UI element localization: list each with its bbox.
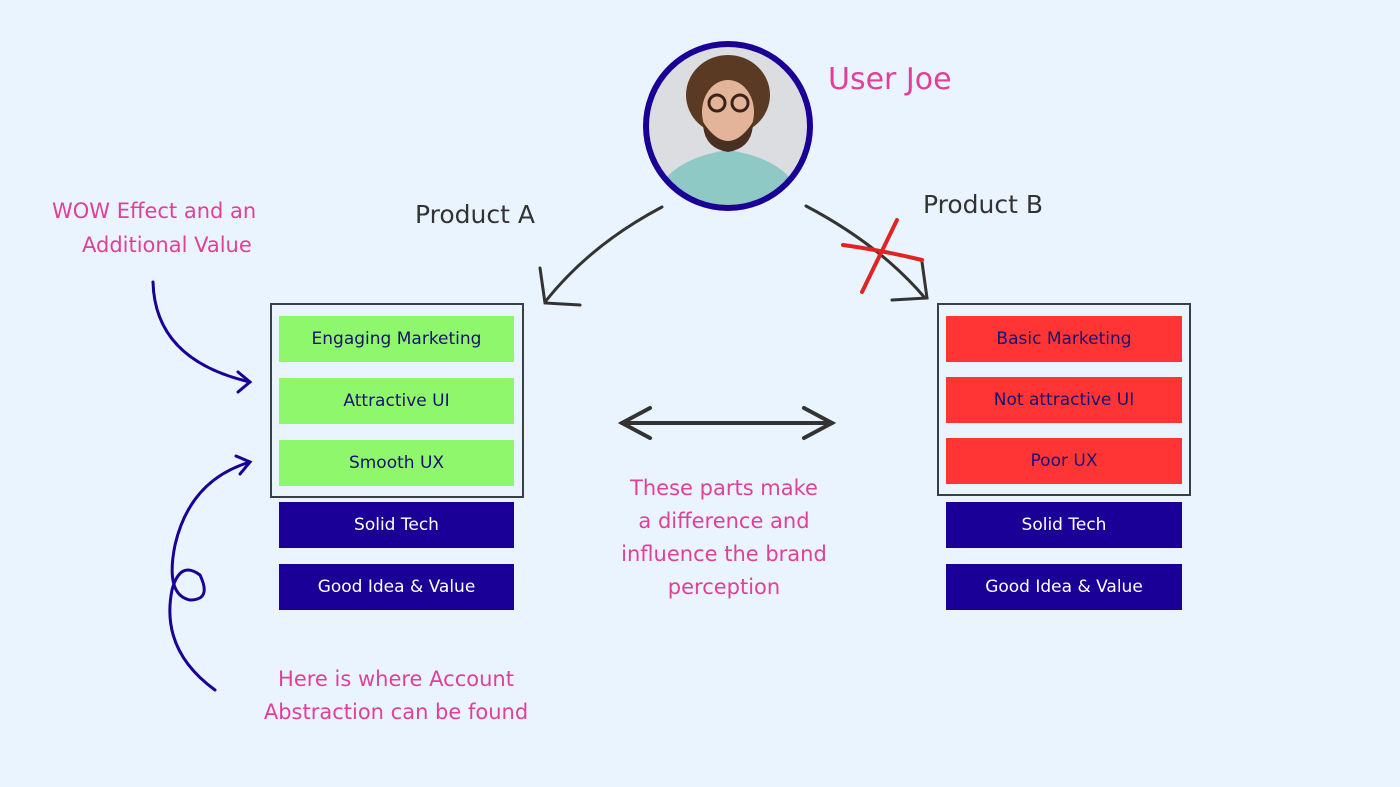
product-b-layer-tech: Solid Tech bbox=[946, 502, 1182, 548]
product-b-layer-ux: Poor UX bbox=[946, 438, 1182, 484]
product-a-differentiator-frame bbox=[270, 303, 524, 498]
wow-arrow bbox=[151, 280, 253, 394]
difference-line-1: These parts make bbox=[630, 476, 818, 500]
difference-line-2: a difference and bbox=[638, 509, 810, 533]
product-b-differentiator-frame bbox=[937, 303, 1191, 496]
wow-annotation: WOW Effect and an Additional Value bbox=[52, 194, 256, 262]
wow-line-1: WOW Effect and an bbox=[52, 199, 257, 223]
product-a-layer-marketing: Engaging Marketing bbox=[279, 316, 514, 362]
difference-line-3: influence the brand bbox=[621, 542, 827, 566]
difference-line-4: perception bbox=[667, 575, 781, 599]
product-a-layer-ui: Attractive UI bbox=[279, 378, 514, 424]
product-a-layer-tech: Solid Tech bbox=[279, 502, 514, 548]
aa-line-2: Abstraction can be found bbox=[263, 700, 529, 724]
arrow-to-product-a bbox=[538, 205, 664, 307]
double-arrow-icon bbox=[617, 406, 837, 440]
wow-line-2: Additional Value bbox=[82, 233, 252, 257]
user-avatar bbox=[643, 41, 813, 211]
account-abstraction-annotation: Here is where Account Abstraction can be… bbox=[226, 663, 566, 729]
aa-line-1: Here is where Account bbox=[278, 667, 514, 691]
difference-annotation: These parts make a difference and influe… bbox=[574, 472, 874, 604]
product-b-layer-marketing: Basic Marketing bbox=[946, 316, 1182, 362]
user-name: User Joe bbox=[828, 62, 952, 97]
product-b-layer-ui: Not attractive UI bbox=[946, 377, 1182, 423]
product-a-layer-idea: Good Idea & Value bbox=[279, 564, 514, 610]
rejected-cross-icon bbox=[841, 218, 924, 294]
product-a-layer-ux: Smooth UX bbox=[279, 440, 514, 486]
product-b-label: Product B bbox=[923, 190, 1044, 219]
product-b-layer-idea: Good Idea & Value bbox=[946, 564, 1182, 610]
product-a-label: Product A bbox=[415, 200, 535, 229]
account-abstraction-arrow bbox=[168, 454, 253, 692]
